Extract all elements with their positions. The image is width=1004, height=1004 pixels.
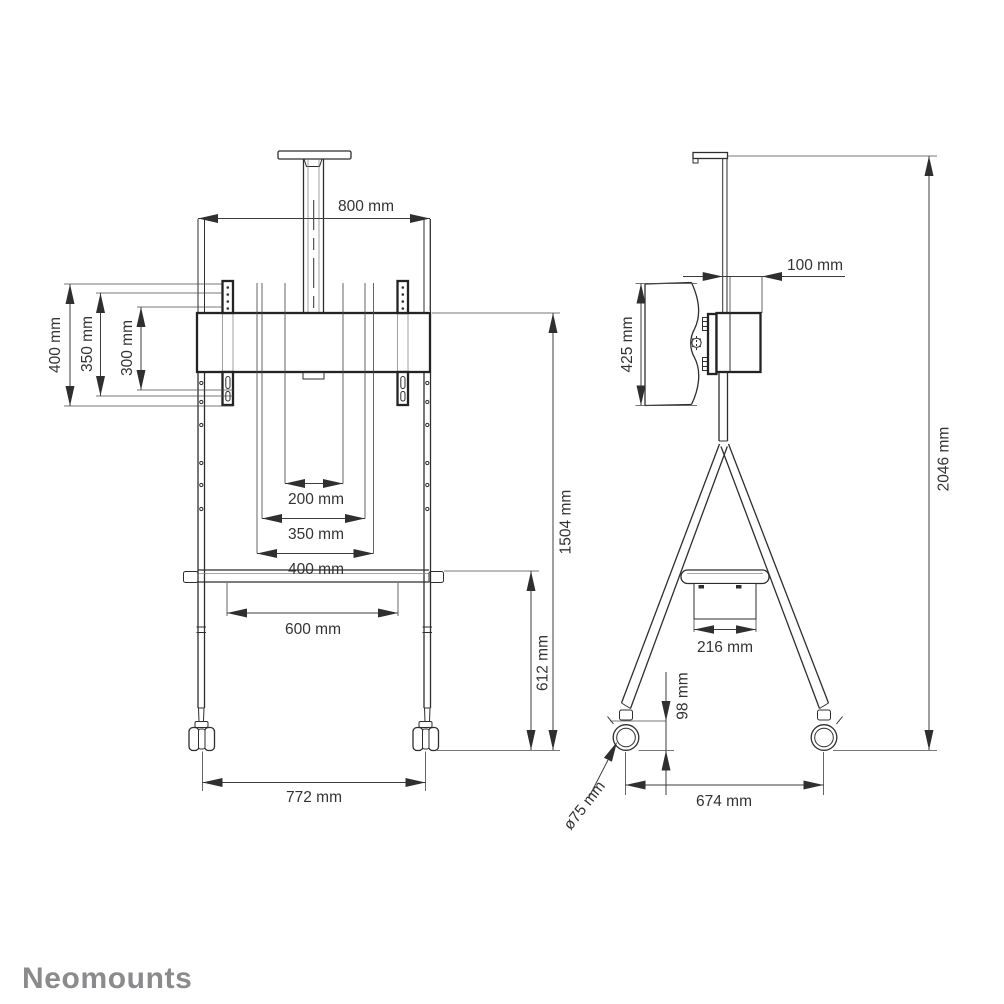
tilt-knob xyxy=(691,336,702,350)
caster-side-front xyxy=(607,709,640,751)
dim-total-height-2046: 2046 mm xyxy=(727,155,953,751)
right-upright-leg xyxy=(422,219,432,709)
side-view xyxy=(607,151,843,751)
dim-caster-diameter-75: ø75 mm xyxy=(560,742,617,833)
dim-label-98mm: 98 mm xyxy=(675,672,692,719)
dim-shelf-height-612: 612 mm xyxy=(444,570,552,750)
storage-shelf-side xyxy=(680,569,770,620)
storage-shelf-front xyxy=(183,569,444,583)
dim-label-400mm-h: 400 mm xyxy=(288,561,344,578)
dim-vesa-height-350: 350 mm xyxy=(79,292,233,397)
a-frame-legs-side xyxy=(620,443,830,709)
dim-label-1504mm: 1504 mm xyxy=(558,490,575,555)
dim-label-200mm: 200 mm xyxy=(288,491,344,508)
dim-vesa-height-400: 400 mm xyxy=(47,283,233,407)
dim-label-300mm-v: 300 mm xyxy=(119,320,136,376)
dim-caster-clearance-98: 98 mm xyxy=(610,672,692,795)
dim-base-depth-674: 674 mm xyxy=(625,752,824,810)
dim-label-100mm: 100 mm xyxy=(787,257,843,274)
top-tray-side xyxy=(692,151,729,164)
dim-vesa-width-350: 350 mm xyxy=(261,283,366,543)
column-side xyxy=(722,158,728,313)
dim-vesa-width-400: 400 mm xyxy=(256,283,374,578)
dim-shelf-depth-216: 216 mm xyxy=(693,619,757,656)
dim-label-772mm: 772 mm xyxy=(286,789,342,806)
neomounts-logo: Neomounts xyxy=(22,962,192,995)
caster-side-rear xyxy=(810,709,843,751)
mount-plate-side xyxy=(702,312,718,376)
tv-bracket-crossbar xyxy=(195,311,432,380)
dim-label-612mm: 612 mm xyxy=(535,635,552,691)
dim-label-600mm: 600 mm xyxy=(285,621,341,638)
mount-housing-box xyxy=(715,311,762,374)
dim-vesa-height-300: 300 mm xyxy=(119,306,233,391)
display-profile xyxy=(644,281,700,407)
dim-label-674mm: 674 mm xyxy=(696,793,752,810)
dim-label-216mm: 216 mm xyxy=(697,639,753,656)
column-lower-side xyxy=(718,372,729,442)
dim-label-350mm-v: 350 mm xyxy=(79,316,96,372)
dim-label-800mm: 800 mm xyxy=(338,198,394,215)
front-view-dimensions: 800 mm 400 mm 350 mm 300 mm xyxy=(47,198,575,806)
dim-shelf-width-600: 600 mm xyxy=(226,583,399,638)
dim-mount-height-1504: 1504 mm xyxy=(432,312,575,751)
caster-front-right xyxy=(412,707,440,752)
dim-column-offset-100: 100 mm xyxy=(683,257,845,313)
dim-label-350mm-h: 350 mm xyxy=(288,526,344,543)
top-tray xyxy=(277,150,352,167)
left-upright-leg xyxy=(196,219,206,709)
dim-label-diameter-75mm: ø75 mm xyxy=(560,778,608,833)
center-column xyxy=(302,159,325,313)
dim-label-2046mm: 2046 mm xyxy=(936,427,953,492)
dim-top-width-800: 800 mm xyxy=(198,198,431,311)
dim-base-width-772: 772 mm xyxy=(202,751,426,806)
dim-label-400mm-v: 400 mm xyxy=(47,317,64,373)
dim-vesa-width-200: 200 mm xyxy=(284,283,344,508)
vesa-rail-right xyxy=(396,279,410,407)
dim-label-425mm: 425 mm xyxy=(619,317,636,373)
caster-front-left xyxy=(188,707,216,752)
vesa-rail-left xyxy=(221,279,235,407)
front-view xyxy=(183,150,444,752)
dim-bracket-height-425: 425 mm xyxy=(619,283,697,406)
